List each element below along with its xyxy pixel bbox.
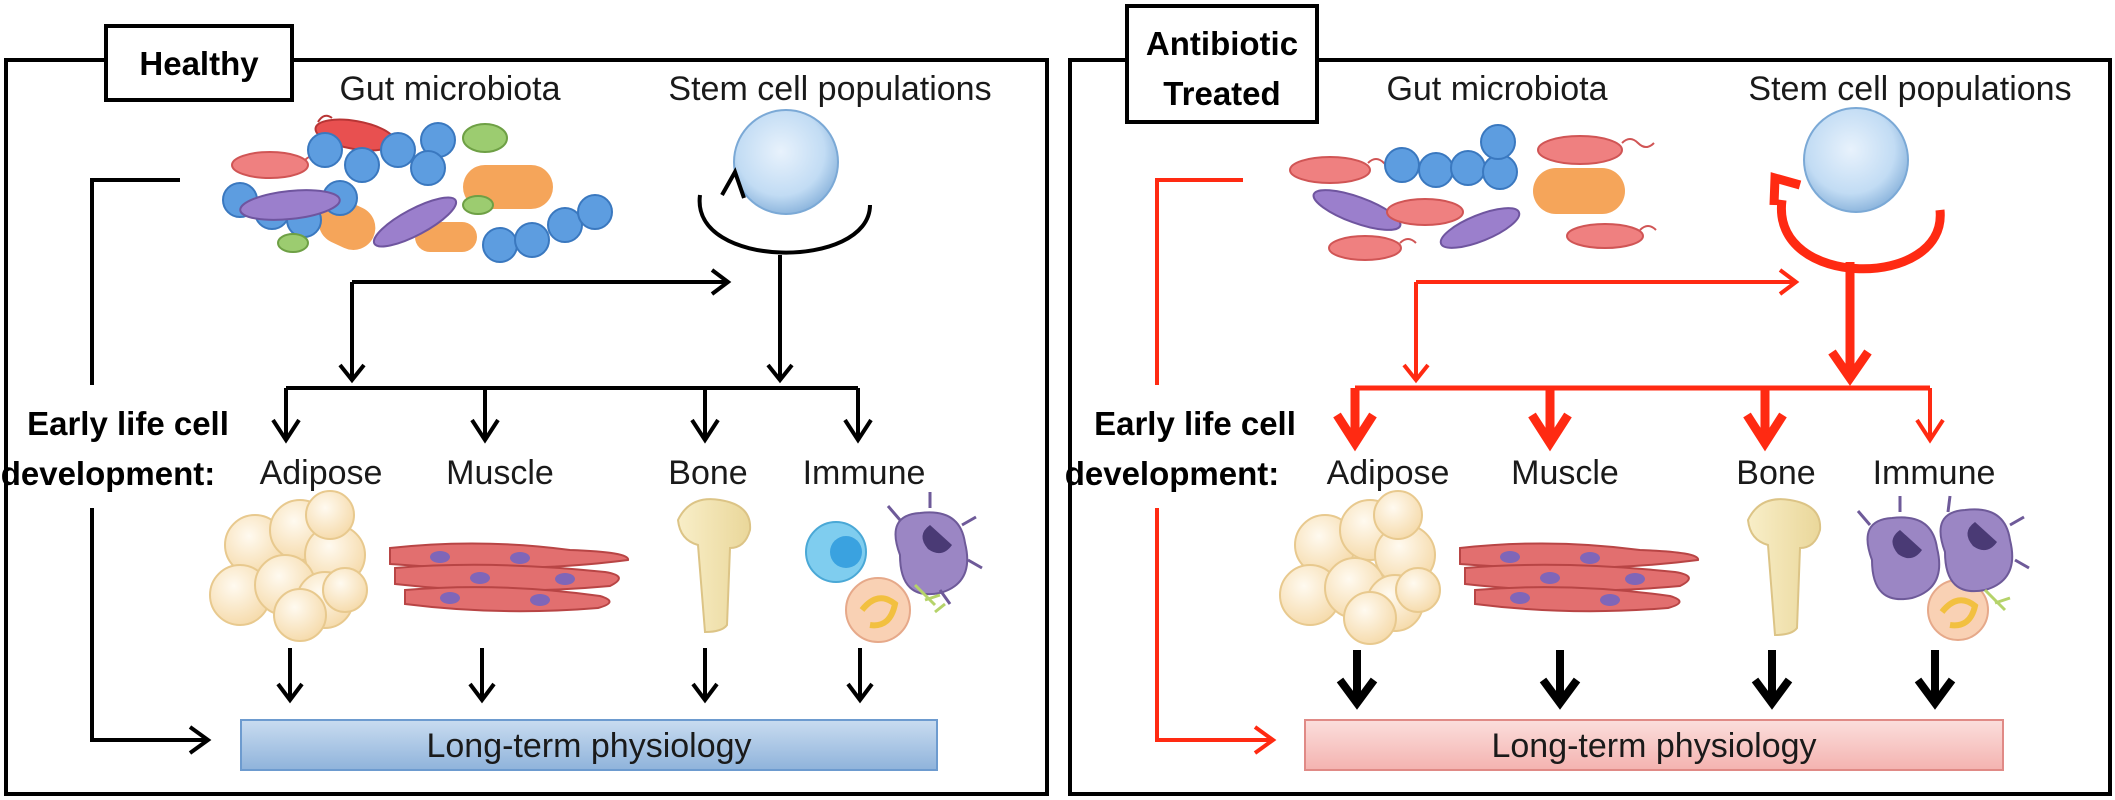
- tissue-adipose-label: Adipose: [260, 454, 383, 492]
- thick-flow-arrows: [1333, 262, 1930, 452]
- microbiota-label: Gut microbiota: [339, 70, 560, 108]
- flow-arrows: [1402, 268, 1800, 384]
- muscle-cells-icon: [389, 542, 629, 613]
- tissue-immune-label: Immune: [803, 454, 926, 492]
- immune-cells-icon: [805, 492, 983, 643]
- bone-icon: [1746, 498, 1822, 637]
- outcome-bar: [1304, 719, 2004, 771]
- bracket-arrow: [90, 178, 212, 755]
- stem-cell-label: Stem cell populations: [668, 70, 991, 108]
- tissue-muscle-label: Muscle: [1511, 454, 1619, 492]
- stem-cell-icon: [1769, 107, 1945, 274]
- panel-antibiotic-treated: Antibiotic Treated Gut microbiota Stem c…: [1065, 4, 2112, 796]
- panel-tag-line2: Treated: [1163, 75, 1280, 112]
- panel-tag-box: [104, 24, 294, 102]
- adipose-cells-icon: [209, 490, 368, 642]
- immune-cells-icon: [1856, 495, 2030, 641]
- stem-cell-icon: [697, 109, 872, 255]
- adipose-cells-icon: [1279, 490, 1441, 645]
- tissue-immune-label: Immune: [1873, 454, 1996, 492]
- outcome-label: Long-term physiology: [1491, 727, 1816, 765]
- dev-label-line2: development:: [1, 455, 216, 492]
- bracket-arrow: [1155, 178, 1277, 755]
- outcome-label: Long-term physiology: [426, 727, 751, 765]
- bone-icon: [676, 498, 752, 634]
- muscle-cells-icon: [1459, 542, 1699, 613]
- flow-arrows: [271, 255, 874, 704]
- outcome-arrows: [1336, 650, 1956, 710]
- microbiota-illustration: [1289, 124, 1657, 261]
- panel-tag-box: [1125, 4, 1319, 124]
- panel-tag: Healthy: [139, 45, 259, 82]
- microbiota-label: Gut microbiota: [1386, 70, 1607, 108]
- stem-cell-label: Stem cell populations: [1748, 70, 2071, 108]
- tissue-muscle-label: Muscle: [446, 454, 554, 492]
- dev-label-line1: Early life cell: [27, 405, 229, 442]
- tissue-bone-label: Bone: [1736, 454, 1815, 492]
- dev-label-line1: Early life cell: [1094, 405, 1296, 442]
- outcome-bar: [240, 719, 938, 771]
- dev-label-line2: development:: [1065, 455, 1280, 492]
- microbiota-illustration: [222, 114, 613, 263]
- tissue-adipose-label: Adipose: [1327, 454, 1450, 492]
- panel-tag-line1: Antibiotic: [1146, 25, 1298, 62]
- tissue-bone-label: Bone: [668, 454, 747, 492]
- panel-healthy: Healthy Gut microbiota Stem cell populat…: [1, 24, 1049, 796]
